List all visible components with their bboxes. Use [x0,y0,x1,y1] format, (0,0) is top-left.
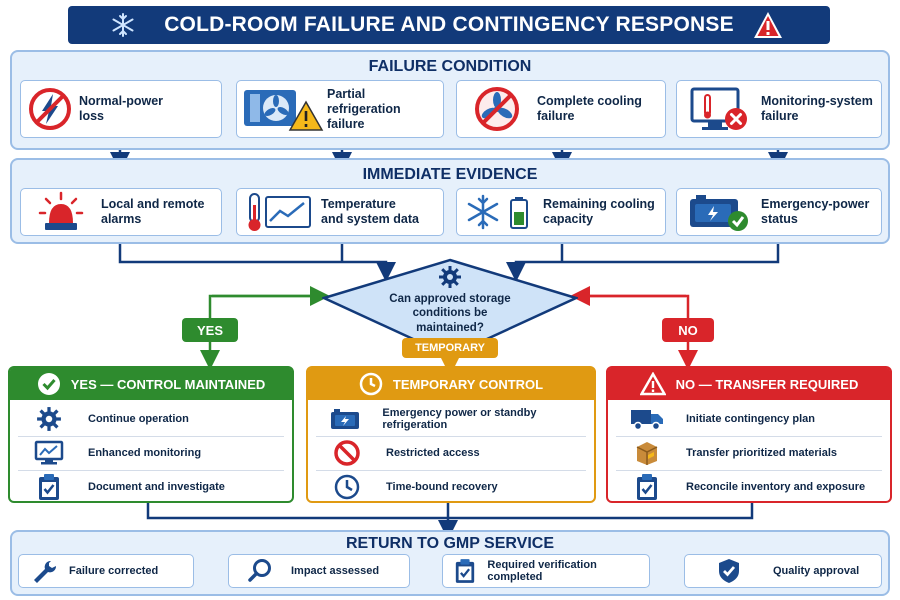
immediate-evidence-heading: IMMEDIATE EVIDENCE [362,166,538,183]
divider [18,436,284,437]
clipboard-check-icon [443,558,487,584]
clock-icon [359,372,383,396]
no-item-label: Reconcile inventory and exposure [686,481,866,493]
divider [316,470,586,471]
return-service-heading: RETURN TO GMP SERVICE [345,535,555,552]
gear-icon [438,265,462,289]
yes-item-continue: Continue operation [10,402,292,436]
no-branch-panel: NO — TRANSFER REQUIRED Initiate continge… [606,366,892,503]
warning-icon [752,10,784,40]
page-title: COLD-ROOM FAILURE AND CONTINGENCY RESPON… [164,13,734,36]
monitor-chart-icon [10,440,88,466]
yes-item-document: Document and investigate [10,470,292,504]
yes-branch-title: YES — CONTROL MAINTAINED [70,376,266,392]
failure-label-monitoring: Monitoring-system failure [761,94,873,123]
clipboard-check-icon [10,473,88,501]
temporary-item-label: Emergency power or standby refrigeration [382,407,537,431]
clock-icon [308,474,386,500]
warning-icon [639,372,666,396]
no-tag: NO [662,318,714,342]
step-verification-completed[interactable]: Required verification completed [442,554,650,588]
generator-icon [308,407,382,431]
failure-label-power: Normal-power loss [79,94,164,123]
evidence-label-temperature: Temperature and system data [321,197,419,226]
failure-card-power[interactable]: Normal-power loss [20,80,222,138]
truck-icon [608,407,686,431]
step-label: Failure corrected [69,565,159,577]
failure-condition-heading: FAILURE CONDITION [368,58,532,75]
step-label: Required verification completed [487,559,597,583]
step-quality-approval[interactable]: Quality approval [684,554,882,588]
evidence-card-temperature[interactable]: Temperature and system data [236,188,444,236]
evidence-card-capacity[interactable]: Remaining cooling capacity [456,188,666,236]
evidence-card-alarms[interactable]: Local and remote alarms [20,188,222,236]
no-item-reconcile: Reconcile inventory and exposure [608,470,890,504]
yes-tag: YES [182,318,238,342]
refrigeration-warning-icon [237,81,327,137]
temporary-branch-title: TEMPORARY CONTROL [392,376,544,392]
evidence-label-alarms: Local and remote alarms [101,197,205,226]
no-branch-header: NO — TRANSFER REQUIRED [608,368,890,400]
wrench-icon [19,558,69,584]
step-label: Impact assessed [291,565,380,577]
step-failure-corrected[interactable]: Failure corrected [18,554,194,588]
failure-card-cooling[interactable]: Complete cooling failure [456,80,666,138]
failure-label-cooling: Complete cooling failure [537,94,642,123]
no-power-icon [21,81,79,137]
shield-check-icon [685,557,773,585]
check-circle-icon [37,372,61,396]
evidence-card-emergency[interactable]: Emergency-power status [676,188,882,236]
yes-branch-panel: YES — CONTROL MAINTAINED Continue operat… [8,366,294,503]
temporary-item-access: Restricted access [308,436,594,470]
step-impact-assessed[interactable]: Impact assessed [228,554,410,588]
divider [616,470,882,471]
failure-card-monitoring[interactable]: Monitoring-system failure [676,80,882,138]
evidence-label-emergency: Emergency-power status [761,197,870,226]
temporary-item-recovery: Time-bound recovery [308,470,594,504]
no-item-label: Transfer prioritized materials [686,447,837,459]
snowflake-icon [110,12,136,38]
no-item-contingency: Initiate contingency plan [608,402,890,436]
no-item-transfer: Transfer prioritized materials [608,436,890,470]
snowflake-battery-icon [457,189,543,235]
gear-icon [10,406,88,432]
temporary-item-power: Emergency power or standby refrigeration [308,402,594,436]
temporary-branch-header: TEMPORARY CONTROL [308,368,594,400]
decision-question: Can approved storage conditions be maint… [389,293,511,334]
failure-label-refrigeration: Partial refrigeration failure [327,86,401,131]
yes-item-monitoring: Enhanced monitoring [10,436,292,470]
thermometer-chart-icon [237,189,321,235]
step-label: Quality approval [773,565,860,577]
no-item-label: Initiate contingency plan [686,413,815,425]
yes-item-label: Enhanced monitoring [88,447,202,459]
magnifier-icon [229,558,291,584]
yes-item-label: Continue operation [88,413,189,425]
yes-item-label: Document and investigate [88,481,225,493]
yes-branch-header: YES — CONTROL MAINTAINED [10,368,292,400]
temporary-item-label: Restricted access [386,447,480,459]
divider [18,470,284,471]
clipboard-check-icon [608,473,686,501]
temporary-item-label: Time-bound recovery [386,481,498,493]
temporary-branch-panel: TEMPORARY CONTROL Emergency power or sta… [306,366,596,503]
box-icon [608,439,686,467]
divider [616,436,882,437]
generator-check-icon [677,189,761,235]
title-bar: COLD-ROOM FAILURE AND CONTINGENCY RESPON… [68,6,830,44]
divider [316,436,586,437]
temporary-tag: TEMPORARY [402,338,498,358]
no-fan-icon [457,81,537,137]
evidence-label-capacity: Remaining cooling capacity [543,197,655,226]
no-branch-title: NO — TRANSFER REQUIRED [675,376,859,392]
monitor-error-icon [677,81,761,137]
alarm-light-icon [21,189,101,235]
failure-card-refrigeration[interactable]: Partial refrigeration failure [236,80,444,138]
no-entry-icon [308,440,386,466]
